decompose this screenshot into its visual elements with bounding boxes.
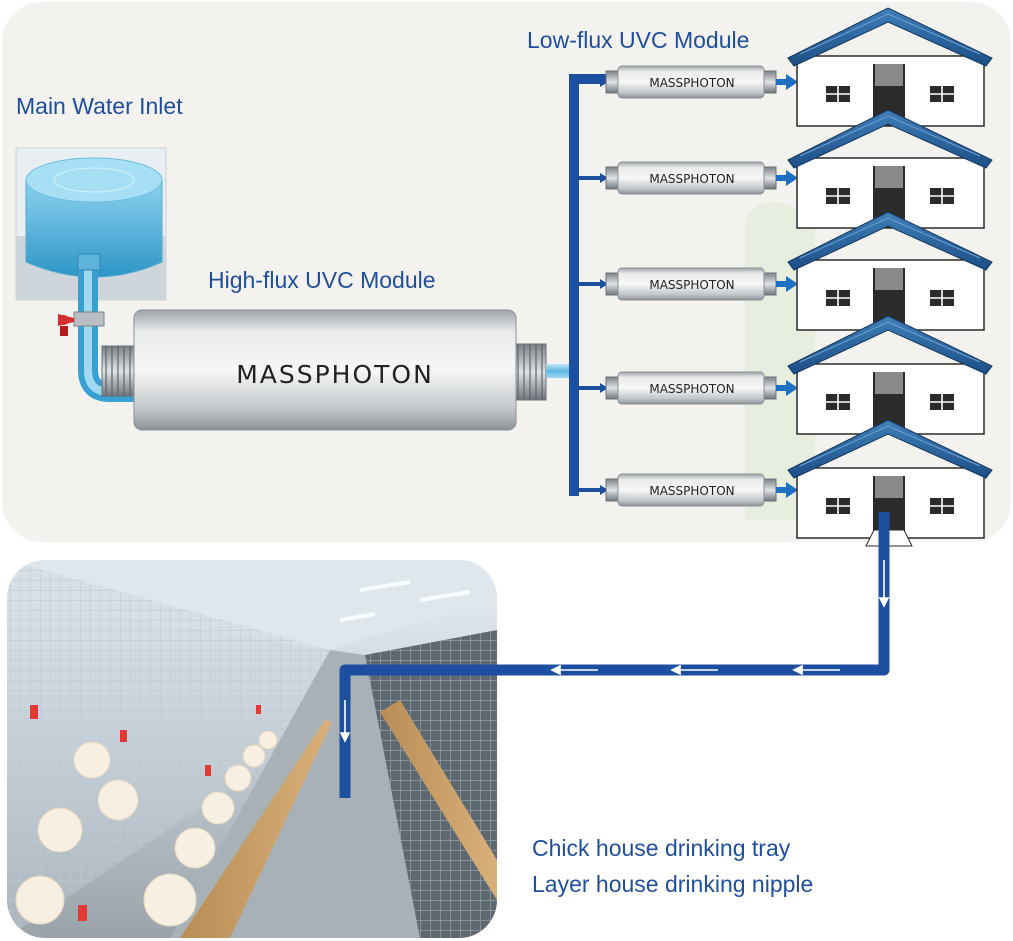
flow-arrow-icon (600, 77, 608, 87)
low-flux-modules: MASSPHOTON MASSPHOTON MASSPHOTON MASSPHOTON… (574, 65, 798, 507)
flow-arrow-icon (339, 560, 890, 743)
high-flux-outlet-pipe (546, 364, 576, 378)
flow-arrow-icon (786, 170, 798, 186)
low-flux-module: MASSPHOTON (574, 161, 798, 195)
low-flux-module: MASSPHOTON (574, 65, 798, 99)
low-flux-module: MASSPHOTON (574, 267, 798, 301)
high-flux-module-label: High-flux UVC Module (208, 267, 436, 293)
branch-pipe (574, 282, 606, 286)
low-flux-brand: MASSPHOTON (649, 382, 734, 396)
use-label-drinking-nipple: Layer house drinking nipple (532, 871, 814, 897)
flow-arrow-icon (786, 482, 798, 498)
use-label-drinking-tray: Chick house drinking tray (532, 835, 791, 861)
valve-icon (58, 311, 105, 336)
low-flux-module-label: Low-flux UVC Module (527, 27, 750, 53)
low-flux-module: MASSPHOTON (574, 473, 798, 507)
flow-arrow-icon (786, 276, 798, 292)
low-flux-module: MASSPHOTON (574, 371, 798, 405)
branch-pipe (574, 176, 606, 180)
low-flux-brand: MASSPHOTON (649, 278, 734, 292)
branch-pipe (574, 80, 606, 84)
main-water-inlet-label: Main Water Inlet (16, 93, 183, 119)
low-flux-brand: MASSPHOTON (649, 172, 734, 186)
poultry-house-icon (787, 419, 993, 539)
flow-arrow-icon (786, 380, 798, 396)
poultry-house-photo (7, 560, 497, 938)
poultry-houses (787, 7, 993, 547)
flow-arrow-icon (600, 383, 608, 393)
poultry-house-icon (787, 109, 993, 229)
flow-arrow-icon (786, 74, 798, 90)
branch-pipe (574, 488, 606, 492)
flow-arrow-icon (600, 173, 608, 183)
high-flux-module: MASSPHOTON (101, 309, 547, 431)
low-flux-brand: MASSPHOTON (649, 76, 734, 90)
low-flux-brand: MASSPHOTON (649, 484, 734, 498)
branch-pipe (574, 386, 606, 390)
flow-arrow-icon (600, 485, 608, 495)
flow-arrow-icon (600, 279, 608, 289)
high-flux-brand: MASSPHOTON (236, 360, 434, 389)
